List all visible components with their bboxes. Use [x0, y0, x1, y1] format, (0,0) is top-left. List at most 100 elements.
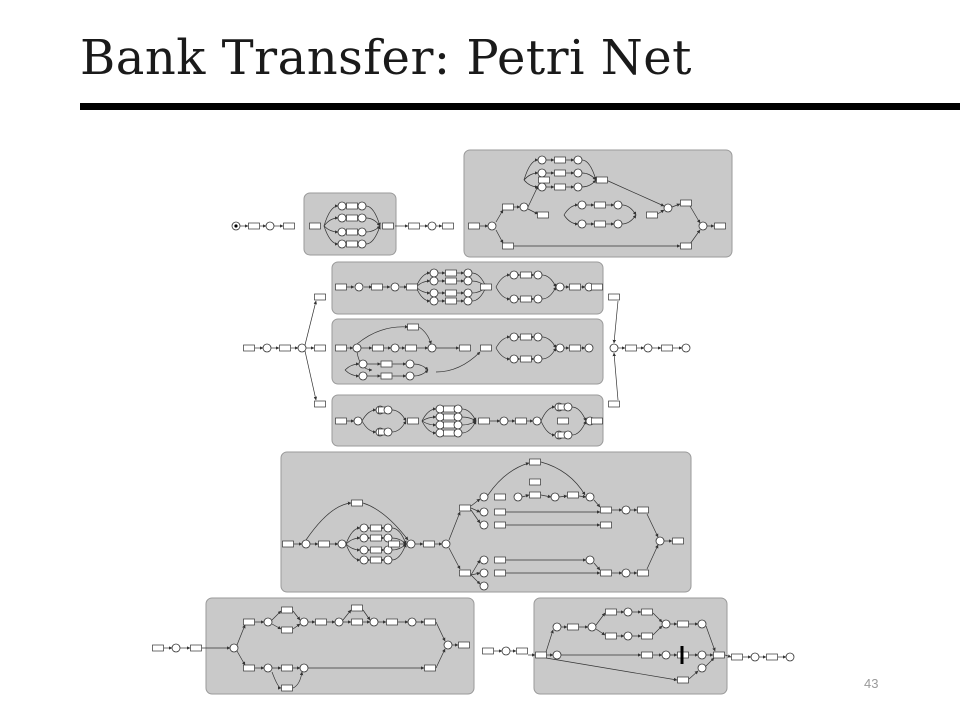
arc	[435, 621, 446, 642]
transition	[494, 521, 506, 529]
place	[501, 646, 511, 656]
transition	[190, 644, 202, 652]
transition	[605, 632, 617, 640]
place	[337, 227, 347, 237]
arc	[495, 286, 511, 301]
arc	[345, 543, 361, 562]
arc	[541, 347, 557, 360]
arc	[563, 214, 579, 226]
place	[537, 168, 547, 178]
transition	[370, 556, 382, 564]
transition	[314, 293, 326, 301]
transition	[520, 355, 532, 363]
arc	[413, 369, 429, 377]
transition	[315, 618, 327, 626]
transition	[459, 569, 471, 577]
arc	[527, 208, 539, 215]
place	[681, 343, 691, 353]
arc	[421, 420, 437, 427]
place	[429, 288, 439, 298]
place	[697, 650, 707, 660]
place	[533, 354, 543, 364]
place	[697, 663, 707, 673]
place	[643, 343, 653, 353]
place	[383, 427, 393, 437]
place	[563, 430, 573, 440]
transition	[554, 169, 566, 177]
arc	[541, 286, 557, 300]
transition	[680, 242, 692, 250]
transition	[605, 608, 617, 616]
arc	[595, 612, 606, 626]
arc	[362, 609, 371, 621]
transition	[480, 283, 492, 291]
transition	[482, 647, 494, 655]
place	[509, 354, 519, 364]
arc	[361, 408, 377, 422]
place	[359, 555, 369, 565]
arc	[292, 610, 301, 621]
transition	[445, 277, 457, 285]
arc	[413, 363, 429, 371]
arc	[421, 407, 437, 422]
arc	[523, 158, 539, 181]
arc	[356, 325, 409, 345]
arc	[646, 513, 659, 538]
page-number: 43	[864, 676, 879, 691]
transition	[569, 344, 581, 352]
transition	[458, 641, 470, 649]
arc	[540, 494, 552, 499]
place	[463, 288, 473, 298]
arc	[323, 225, 339, 234]
transition	[515, 417, 527, 425]
transition	[443, 413, 455, 421]
place	[577, 219, 587, 229]
transition	[281, 606, 293, 614]
transition	[766, 653, 778, 661]
arc	[342, 609, 352, 621]
transition	[351, 604, 363, 612]
transition	[243, 618, 255, 626]
place	[555, 343, 565, 353]
place	[405, 359, 415, 369]
transition	[535, 651, 547, 659]
arc	[323, 204, 339, 227]
arc	[671, 203, 681, 208]
arc	[435, 351, 481, 373]
transition	[380, 372, 393, 380]
transition	[370, 524, 382, 532]
arc	[271, 610, 282, 621]
place	[297, 343, 307, 353]
transition	[554, 183, 566, 191]
place	[383, 533, 393, 543]
arc	[605, 179, 665, 207]
transition	[281, 664, 293, 672]
transition	[677, 676, 689, 684]
arc	[578, 494, 587, 499]
transition	[608, 400, 620, 408]
place	[405, 371, 415, 381]
slide-title: Bank Transfer: Petri Net	[80, 30, 692, 86]
place	[552, 622, 562, 632]
arc	[646, 544, 659, 570]
subnet-cluster	[303, 192, 397, 256]
arc	[361, 420, 377, 434]
transition	[641, 608, 653, 616]
arc	[323, 225, 339, 246]
transition	[372, 344, 384, 352]
transition	[731, 653, 743, 661]
place	[383, 523, 393, 533]
place	[171, 643, 181, 653]
place	[750, 652, 760, 662]
place	[334, 617, 344, 627]
subnet-cluster	[331, 394, 604, 447]
arc	[448, 511, 461, 541]
arc	[391, 409, 407, 422]
arc	[448, 547, 461, 570]
arc	[470, 507, 481, 513]
place	[427, 221, 437, 231]
place	[577, 200, 587, 210]
transition	[680, 199, 692, 207]
place	[435, 428, 445, 438]
arc	[541, 336, 557, 349]
